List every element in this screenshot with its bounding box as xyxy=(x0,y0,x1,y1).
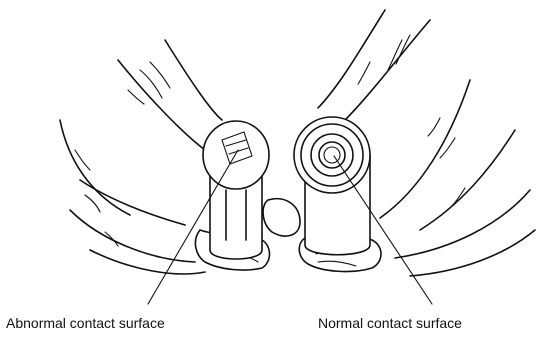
normal-contact-label: Normal contact surface xyxy=(318,314,462,332)
abnormal-contact-label: Abnormal contact surface xyxy=(6,314,165,332)
left-contact xyxy=(203,121,269,259)
